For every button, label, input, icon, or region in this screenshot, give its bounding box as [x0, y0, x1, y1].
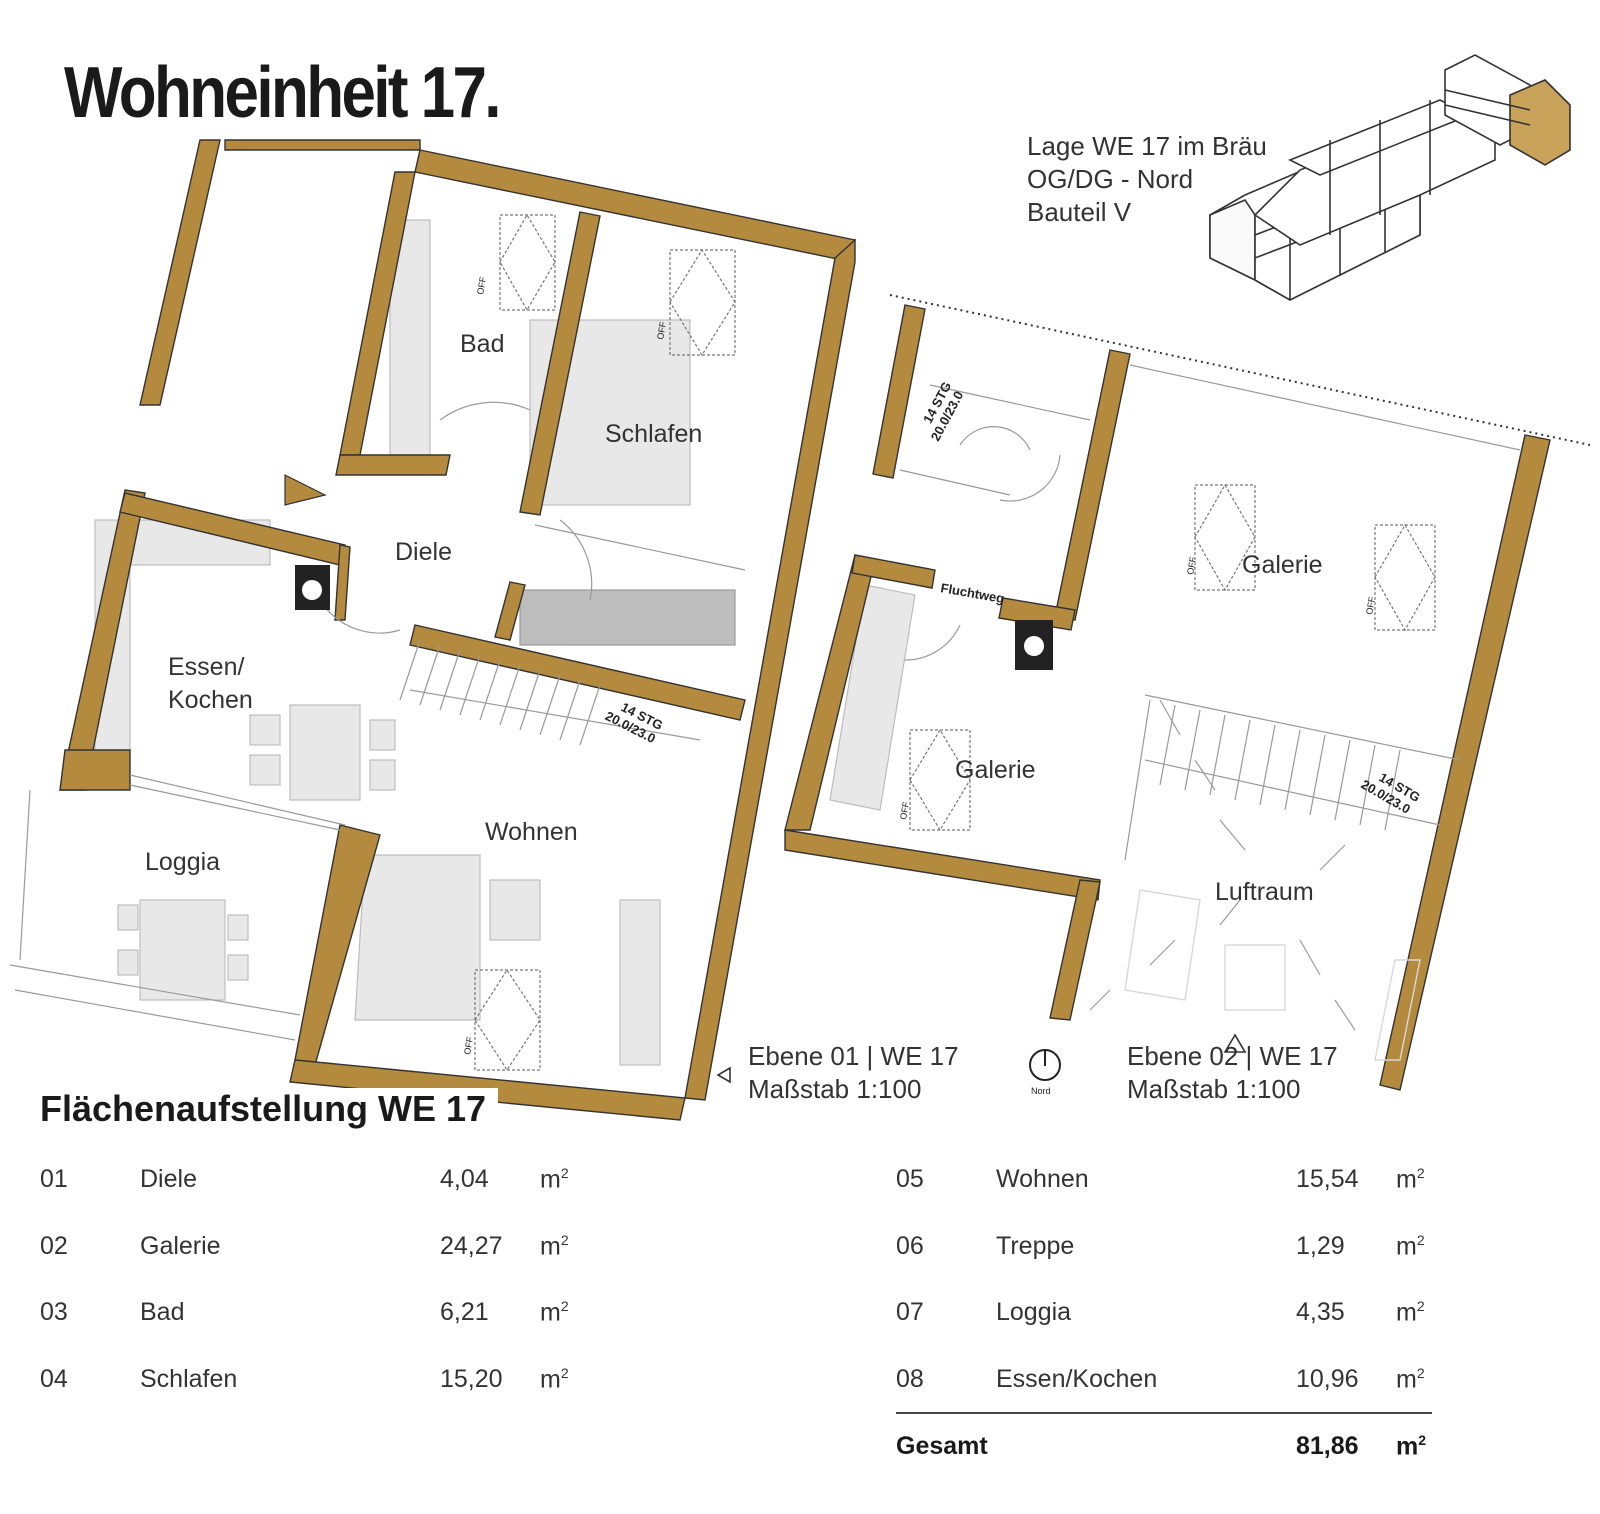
- area-unit: m2: [1396, 1232, 1425, 1261]
- area-name: Schlafen: [140, 1365, 238, 1393]
- level-caption-line: Maßstab 1:100: [1127, 1074, 1301, 1104]
- escape-route-label: Fluchtweg: [939, 580, 1005, 606]
- area-number: 02: [40, 1232, 68, 1260]
- room-label-bad: Bad: [460, 330, 504, 358]
- unit-exponent: 2: [1416, 1165, 1425, 1181]
- unit-base: m: [540, 1298, 561, 1327]
- area-unit: m2: [540, 1365, 569, 1394]
- area-value: 4,35: [1296, 1298, 1345, 1326]
- building-key-icon: [1209, 54, 1571, 301]
- unit-base: m: [540, 1165, 561, 1194]
- level-caption-line: Ebene 01 | WE 17: [748, 1041, 959, 1071]
- unit-base: m: [540, 1365, 561, 1394]
- window-off-label: OFF: [475, 275, 488, 295]
- level-caption-line: Maßstab 1:100: [748, 1074, 922, 1104]
- room-label-wohnen: Wohnen: [485, 818, 578, 846]
- area-name: Galerie: [140, 1232, 221, 1260]
- level-01-caption: Ebene 01 | WE 17 Maßstab 1:100: [748, 1040, 959, 1106]
- area-value: 15,20: [440, 1365, 503, 1393]
- location-line: OG/DG - Nord: [1027, 164, 1194, 194]
- north-arrow-icon: Nord: [1029, 1049, 1061, 1096]
- unit-base: m: [1396, 1298, 1417, 1327]
- total-divider: [896, 1412, 1432, 1414]
- unit-exponent: 2: [1416, 1365, 1425, 1381]
- room-label-galerie-upper: Galerie: [1242, 551, 1323, 579]
- unit-exponent: 2: [560, 1298, 569, 1314]
- area-name: Bad: [140, 1298, 185, 1326]
- area-number: 04: [40, 1365, 68, 1393]
- area-value: 24,27: [440, 1232, 503, 1260]
- location-line: Lage WE 17 im Bräu: [1027, 131, 1267, 161]
- unit-base: m: [540, 1232, 561, 1261]
- window-off-label: OFF: [462, 1035, 475, 1055]
- area-unit: m2: [540, 1298, 569, 1327]
- level-caption-line: Ebene 02 | WE 17: [1127, 1041, 1338, 1071]
- room-label-loggia: Loggia: [145, 848, 220, 876]
- total-value: 81,86: [1296, 1432, 1359, 1460]
- unit-exponent: 2: [560, 1165, 569, 1181]
- north-label: Nord: [1031, 1086, 1051, 1096]
- area-name: Treppe: [996, 1232, 1075, 1260]
- area-value: 15,54: [1296, 1165, 1359, 1193]
- area-table-title: Flächenaufstellung WE 17: [40, 1088, 499, 1130]
- entrance-arrow-icon: [284, 474, 327, 506]
- unit-exponent: 2: [1416, 1298, 1425, 1314]
- level-01-marker-icon: [716, 1066, 731, 1084]
- room-label-essen: Essen/: [168, 653, 244, 681]
- area-value: 6,21: [440, 1298, 489, 1326]
- area-unit: m2: [540, 1165, 569, 1194]
- window-off-label: OFF: [1185, 555, 1198, 575]
- page-title: Wohneinheit 17.: [64, 53, 502, 133]
- unit-base: m: [1396, 1365, 1417, 1394]
- area-name: Diele: [140, 1165, 197, 1193]
- total-label: Gesamt: [896, 1432, 988, 1460]
- room-label-kochen: Kochen: [168, 686, 253, 714]
- area-value: 4,04: [440, 1165, 489, 1193]
- unit-base: m: [1396, 1432, 1419, 1461]
- area-number: 07: [896, 1298, 924, 1326]
- level-02-caption: Ebene 02 | WE 17 Maßstab 1:100: [1127, 1040, 1338, 1106]
- area-number: 08: [896, 1365, 924, 1393]
- unit-base: m: [1396, 1232, 1417, 1261]
- room-label-luftraum: Luftraum: [1215, 878, 1314, 906]
- window-off-label: OFF: [655, 320, 668, 340]
- area-unit: m2: [540, 1232, 569, 1261]
- window-off-label: OFF: [1364, 595, 1377, 615]
- location-info: Lage WE 17 im Bräu OG/DG - Nord Bauteil …: [1027, 130, 1267, 229]
- area-number: 05: [896, 1165, 924, 1193]
- area-unit: m2: [1396, 1165, 1425, 1194]
- room-label-diele: Diele: [395, 538, 452, 566]
- area-unit: m2: [1396, 1298, 1425, 1327]
- window-off-label: OFF: [898, 800, 911, 820]
- area-name: Essen/Kochen: [996, 1365, 1158, 1393]
- area-name: Wohnen: [996, 1165, 1089, 1193]
- level-02-plan: Galerie Galerie Luftraum Fluchtweg 14 ST…: [784, 294, 1591, 1091]
- unit-exponent: 2: [560, 1232, 569, 1248]
- area-unit: m2: [1396, 1365, 1425, 1394]
- total-unit: m2: [1396, 1432, 1426, 1461]
- unit-base: m: [1396, 1165, 1417, 1194]
- area-value: 10,96: [1296, 1365, 1359, 1393]
- area-number: 01: [40, 1165, 68, 1193]
- area-number: 03: [40, 1298, 68, 1326]
- area-number: 06: [896, 1232, 924, 1260]
- level-01-plan: Bad Schlafen Diele Essen/ Kochen Loggia …: [9, 139, 856, 1121]
- room-label-galerie-lower: Galerie: [955, 756, 1036, 784]
- area-name: Loggia: [996, 1298, 1072, 1326]
- unit-exponent: 2: [1418, 1432, 1427, 1448]
- unit-exponent: 2: [560, 1365, 569, 1381]
- level-02-marker-icon: [1223, 1033, 1247, 1053]
- area-value: 1,29: [1296, 1232, 1345, 1260]
- unit-exponent: 2: [1416, 1232, 1425, 1248]
- room-label-schlafen: Schlafen: [605, 420, 702, 448]
- location-line: Bauteil V: [1027, 197, 1132, 227]
